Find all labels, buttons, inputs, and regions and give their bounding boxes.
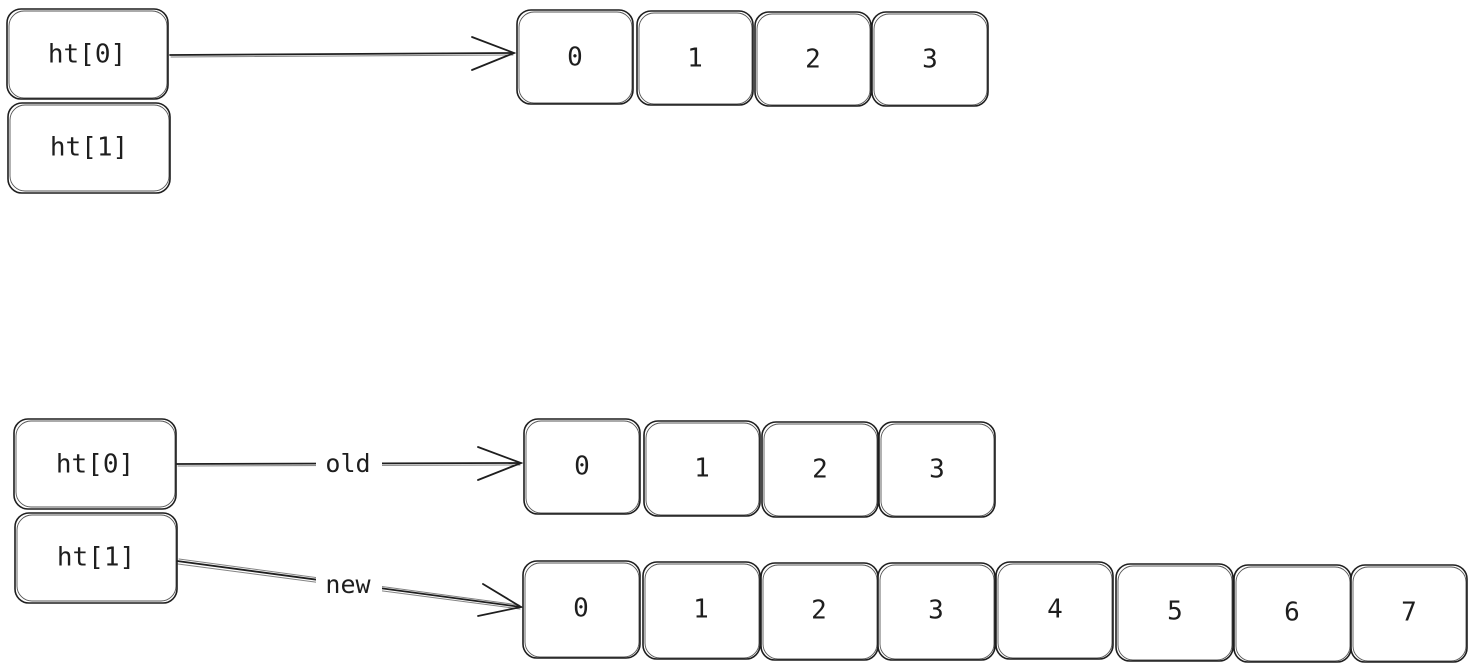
top-table-cell: 1 — [636, 10, 754, 106]
cell-value: 5 — [1167, 597, 1183, 627]
cell-value: 2 — [811, 596, 827, 626]
old-arrow: old — [176, 446, 524, 481]
top-ht1-label: ht[1] — [50, 133, 128, 163]
cell-value: 1 — [687, 44, 703, 74]
cell-value: 1 — [694, 454, 710, 484]
top-section: ht[0] ht[1] 0 1 — [6, 8, 989, 194]
top-ht0-arrow — [169, 36, 517, 71]
cell-value: 0 — [567, 43, 583, 73]
new-table-cell: 4 — [995, 561, 1114, 660]
new-table-cell: 1 — [642, 561, 761, 660]
new-table-cell: 5 — [1115, 563, 1234, 662]
cell-value: 3 — [922, 45, 938, 75]
old-table-cell: 3 — [878, 421, 996, 518]
cell-value: 0 — [573, 594, 589, 624]
cell-value: 2 — [812, 455, 828, 485]
top-ht0-pointer-box: ht[0] — [6, 8, 169, 100]
bottom-ht0-label: ht[0] — [56, 450, 134, 480]
cell-value: 7 — [1401, 598, 1417, 628]
old-table-cell: 0 — [523, 418, 641, 515]
bottom-ht1-pointer-box: ht[1] — [14, 512, 178, 604]
cell-value: 3 — [929, 455, 945, 485]
new-arrow-label: new — [325, 570, 371, 599]
old-table: 0 1 2 3 — [523, 418, 996, 518]
new-table: 0 1 2 3 4 — [522, 560, 1468, 663]
cell-value: 4 — [1047, 595, 1063, 625]
cell-value: 3 — [928, 596, 944, 626]
bottom-ht0-pointer-box: ht[0] — [13, 418, 177, 510]
cell-value: 6 — [1284, 598, 1300, 628]
top-table-cell: 0 — [516, 9, 634, 105]
cell-value: 0 — [574, 452, 590, 482]
new-arrow: new — [176, 558, 524, 617]
top-table-cell: 2 — [754, 11, 872, 107]
new-table-cell: 7 — [1350, 564, 1468, 663]
top-table-cell: 3 — [871, 11, 989, 107]
old-table-cell: 1 — [643, 420, 761, 517]
old-table-cell: 2 — [761, 421, 879, 518]
top-ht1-pointer-box: ht[1] — [7, 102, 171, 194]
top-ht0-label: ht[0] — [48, 40, 126, 70]
bottom-ht1-label: ht[1] — [57, 543, 135, 573]
new-table-cell: 3 — [877, 562, 996, 661]
top-table: 0 1 2 3 — [516, 9, 989, 107]
bottom-section: ht[0] ht[1] old new — [13, 418, 1468, 663]
new-table-cell: 6 — [1233, 564, 1352, 663]
old-arrow-label: old — [325, 449, 370, 478]
cell-value: 2 — [805, 45, 821, 75]
cell-value: 1 — [693, 595, 709, 625]
new-table-cell: 2 — [760, 562, 879, 661]
new-table-cell: 0 — [522, 560, 641, 659]
